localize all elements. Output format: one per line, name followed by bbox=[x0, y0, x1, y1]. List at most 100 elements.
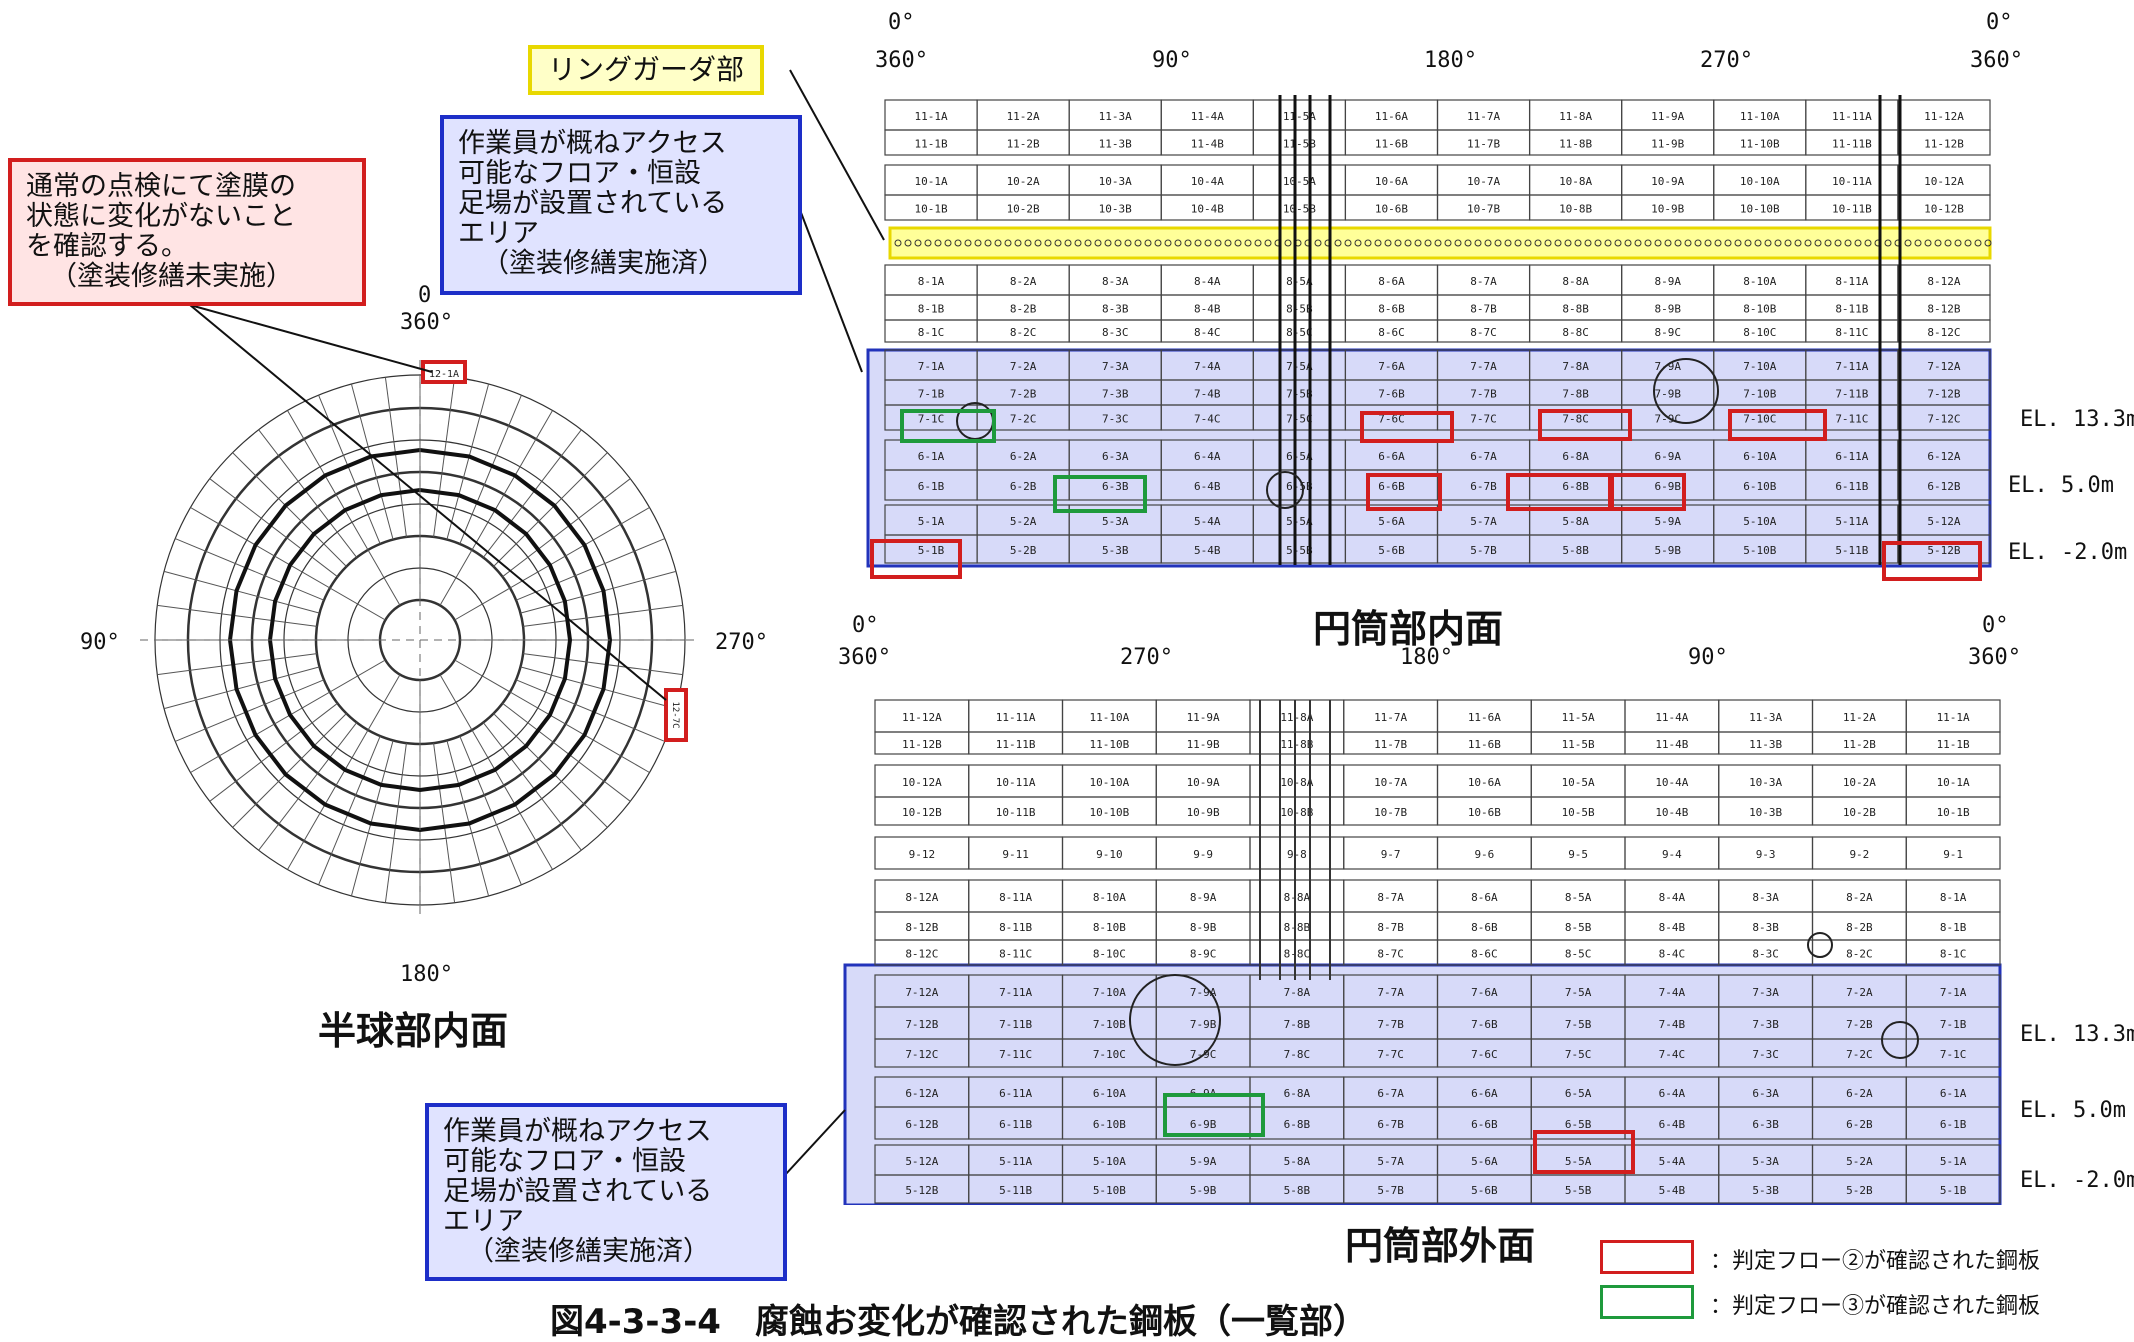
plate-label: 7-1B bbox=[1940, 1018, 1967, 1031]
plate-label: 7-5C bbox=[1565, 1048, 1592, 1061]
girder-bolt bbox=[1344, 239, 1352, 247]
plate-label: 11-11B bbox=[996, 738, 1036, 751]
girder-bolt bbox=[1244, 239, 1252, 247]
plate-cell bbox=[1905, 1174, 2001, 1204]
girder-bolt bbox=[1904, 239, 1912, 247]
red-highlight bbox=[1610, 473, 1686, 511]
plate-label: 10-6B bbox=[1468, 806, 1501, 819]
girder-bolt bbox=[964, 239, 972, 247]
plate-label: 5-3B bbox=[1752, 1184, 1779, 1197]
plate-label: 7-3B bbox=[1102, 388, 1129, 401]
plate-label: 11-6B bbox=[1468, 738, 1501, 751]
plate-label: 5-10A bbox=[1743, 515, 1776, 528]
plate-label: 10-1A bbox=[1937, 776, 1970, 789]
hemi-radial bbox=[502, 478, 631, 578]
plate-label: 7-5A bbox=[1286, 360, 1313, 373]
plate-label: 7-8C bbox=[1562, 413, 1589, 426]
hemi-radial bbox=[209, 702, 338, 802]
plate-label: 11-4A bbox=[1655, 711, 1688, 724]
plate-label: 11-9B bbox=[1187, 738, 1220, 751]
hemi-radial bbox=[515, 679, 666, 742]
hemi-radial bbox=[258, 722, 358, 851]
plate-label: 7-2A bbox=[1010, 360, 1037, 373]
plate-label: 7-4B bbox=[1194, 388, 1221, 401]
plate-label: 11-4A bbox=[1191, 110, 1224, 123]
plate-label: 7-4A bbox=[1659, 986, 1686, 999]
plate-label: 6-5A bbox=[1286, 450, 1313, 463]
inner-deg-180: 180° bbox=[1424, 48, 1477, 73]
plate-label: 6-12A bbox=[1927, 450, 1960, 463]
plate-label: 10-4A bbox=[1191, 175, 1224, 188]
plate-label: 5-5A bbox=[1286, 515, 1313, 528]
plate-label: 7-12B bbox=[1927, 388, 1960, 401]
hemi-radial bbox=[446, 383, 490, 540]
plate-label: 10-4B bbox=[1655, 806, 1688, 819]
plate-label: 8-2B bbox=[1846, 921, 1873, 934]
plate-cell bbox=[1905, 1106, 2001, 1140]
plate-label: 7-6C bbox=[1471, 1048, 1498, 1061]
plate-label: 9-2 bbox=[1849, 848, 1869, 861]
inner-deg-90: 90° bbox=[1152, 48, 1192, 73]
plate-label: 11-8A bbox=[1280, 711, 1313, 724]
girder-bolt bbox=[1424, 239, 1432, 247]
legend-red-text: ：判定フロー②が確認された鋼板 bbox=[1710, 1249, 2041, 1274]
plate-label: 10-10A bbox=[1090, 776, 1130, 789]
hemi-radial bbox=[163, 570, 320, 614]
plate-label: 9-4 bbox=[1662, 848, 1682, 861]
plate-label: 7-10B bbox=[1093, 1018, 1126, 1031]
plate-label: 7-1A bbox=[1940, 986, 1967, 999]
access-area-callout-top: 作業員が概ねアクセス 可能なフロア・恒設 足場が設置されている エリア （塗装修… bbox=[440, 115, 802, 295]
red-highlight bbox=[1533, 1130, 1635, 1174]
plate-label: 6-7A bbox=[1470, 450, 1497, 463]
red-highlight bbox=[1882, 541, 1982, 581]
girder-bolt bbox=[934, 239, 942, 247]
plate-label: 8-2C bbox=[1846, 948, 1873, 961]
callout-line: 作業員が概ねアクセス bbox=[443, 1116, 712, 1147]
manhole bbox=[1129, 974, 1221, 1066]
girder-bolt bbox=[1004, 239, 1012, 247]
girder-bolt bbox=[1804, 239, 1812, 247]
access-area bbox=[866, 348, 1992, 568]
inner-deg-270: 270° bbox=[1700, 48, 1753, 73]
girder-bolt bbox=[1774, 239, 1782, 247]
plate-label: 5-4B bbox=[1194, 544, 1221, 557]
plate-label: 8-8B bbox=[1562, 303, 1589, 316]
plate-label: 8-8B bbox=[1284, 921, 1311, 934]
plate-label: 10-12A bbox=[1924, 175, 1964, 188]
plate-label: 11-5A bbox=[1283, 110, 1316, 123]
plate-label: 7-3A bbox=[1752, 986, 1779, 999]
plate-label: 11-10B bbox=[1090, 738, 1130, 751]
girder-bolt bbox=[1354, 239, 1362, 247]
plate-label: 8-12B bbox=[1927, 303, 1960, 316]
plate-label: 10-1A bbox=[914, 175, 947, 188]
plate-label: 7-5B bbox=[1565, 1018, 1592, 1031]
plate-label: 10-9A bbox=[1651, 175, 1684, 188]
girder-bolt bbox=[1614, 239, 1622, 247]
plate-label: 7-6A bbox=[1471, 986, 1498, 999]
plate-label: 8-5C bbox=[1286, 326, 1313, 339]
girder-bolt bbox=[1214, 239, 1222, 247]
plate-label: 5-6A bbox=[1471, 1155, 1498, 1168]
girder-bolt bbox=[1164, 239, 1172, 247]
plate-label: 8-11A bbox=[1835, 275, 1868, 288]
plate-label: 9-9 bbox=[1193, 848, 1213, 861]
legend-red-swatch bbox=[1600, 1240, 1694, 1274]
plate-label: 5-3B bbox=[1102, 544, 1129, 557]
plate-label: 8-1B bbox=[918, 303, 945, 316]
callout-line: 作業員が概ねアクセス bbox=[458, 128, 727, 159]
plate-label: 5-6B bbox=[1471, 1184, 1498, 1197]
outer-deg-0-right: 0° bbox=[1982, 613, 2009, 638]
plate-label: 5-2A bbox=[1010, 515, 1037, 528]
plate-label: 10-8A bbox=[1280, 776, 1313, 789]
outer-deg-90: 90° bbox=[1688, 645, 1728, 670]
plate-label: 5-12A bbox=[1927, 515, 1960, 528]
girder-bolt bbox=[1174, 239, 1182, 247]
plate-label: 5-8A bbox=[1284, 1155, 1311, 1168]
plate-label: 6-11B bbox=[999, 1118, 1032, 1131]
plate-label: 5-4A bbox=[1659, 1155, 1686, 1168]
hemi-radial bbox=[520, 570, 677, 614]
plate-label: 6-10B bbox=[1093, 1118, 1126, 1131]
plate-label: 7-12C bbox=[1927, 413, 1960, 426]
hemi-radial bbox=[454, 507, 650, 621]
hemi-radial bbox=[350, 383, 394, 540]
